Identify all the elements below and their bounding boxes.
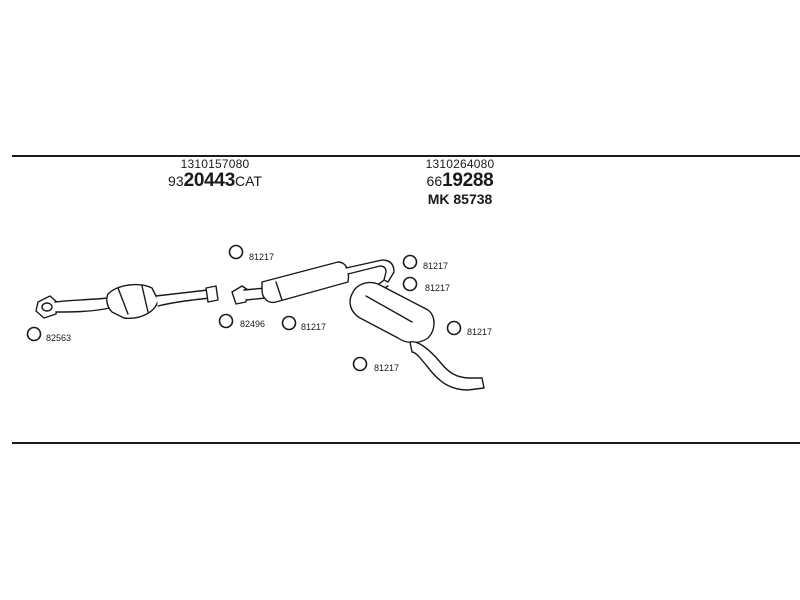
part-group-muffler: 1310264080 6619288 MK 85738 xyxy=(405,158,515,206)
callout-label: 82496 xyxy=(240,319,265,329)
muffler-code: 6619288 xyxy=(405,169,515,191)
mk-code: MK 85738 xyxy=(427,190,493,207)
rear-ring-2-icon xyxy=(402,276,418,292)
code-main: 19288 xyxy=(442,169,494,191)
code-prefix: 93 xyxy=(168,172,184,189)
part-number: 1310157080 xyxy=(180,157,250,171)
front-pipe-with-catalyst xyxy=(35,283,219,319)
callout-label: 81217 xyxy=(467,327,492,337)
code-prefix: 66 xyxy=(426,172,443,189)
callout-label: 81217 xyxy=(425,283,450,293)
rear-muffler-with-tailpipe xyxy=(349,279,485,391)
callout-label: 81217 xyxy=(374,363,399,373)
callout-label: 81217 xyxy=(423,261,448,271)
callout-label: 81217 xyxy=(301,322,326,332)
code-suffix: CAT xyxy=(234,172,262,189)
callout-label: 82563 xyxy=(46,333,71,343)
mid-front-ring-icon xyxy=(228,244,244,260)
callout-label: 81217 xyxy=(249,252,274,262)
catalyst-code: 9320443CAT xyxy=(160,169,270,191)
part-number: 1310264080 xyxy=(425,157,495,171)
mid-lower-ring-icon xyxy=(281,315,297,331)
top-divider-line xyxy=(12,155,800,157)
tail-ring-icon xyxy=(352,356,368,372)
code-main: 20443 xyxy=(183,169,236,191)
catalyst-clamp-icon xyxy=(218,313,234,329)
bottom-divider-line xyxy=(12,442,800,444)
rear-ring-3-icon xyxy=(446,320,462,336)
middle-muffler xyxy=(231,259,395,305)
rear-ring-1-icon xyxy=(402,254,418,270)
front-pipe-gasket-icon xyxy=(26,326,42,342)
part-group-catalytic-converter: 1310157080 9320443CAT xyxy=(160,158,270,191)
